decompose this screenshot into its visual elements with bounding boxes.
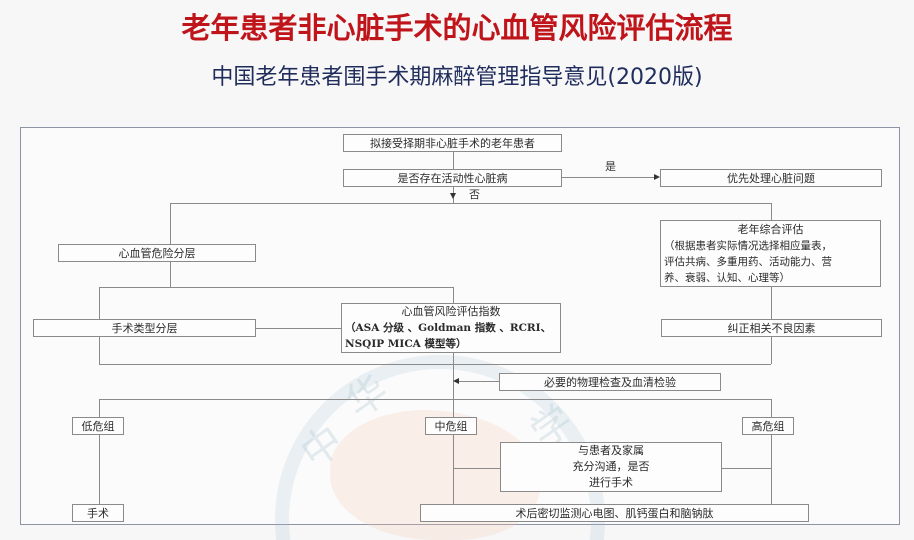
node-physical-exam: 必要的物理检查及血清检验 [499,373,721,391]
node-label: 纠正相关不良因素 [727,321,816,335]
connector-line [170,262,171,287]
connector-line [722,468,771,469]
node-label: 是否存在活动性心脏病 [397,171,508,185]
node-geriatric-assessment: 老年综合评估 （根据患者实际情况选择相应量表， 评估共病、多重用药、活动能力、营… [660,220,881,287]
node-cv-risk-index: 心血管风险评估指数 （ASA 分级 、Goldman 指数 、RCRI、 NSQ… [341,303,561,353]
node-label: 低危组 [81,419,115,433]
node-label: 手术类型分层 [111,321,178,335]
connector-line [562,177,654,178]
node-postop-monitoring: 术后密切监测心电图、肌钙蛋白和脑钠肽 [420,504,809,522]
node-line: NSQIP MICA 模型等） [345,338,467,350]
node-surgery: 手术 [72,504,124,522]
node-high-risk: 高危组 [742,417,794,435]
node-label: 中危组 [434,419,468,433]
node-surgery-type-stratification: 手术类型分层 [33,319,256,337]
node-correct-factors: 纠正相关不良因素 [661,319,882,337]
node-cv-risk-stratification: 心血管危险分层 [58,244,256,262]
edge-label-no: 否 [469,188,480,201]
connector-line [453,468,500,469]
arrow-right-icon [654,174,660,180]
connector-line [99,287,453,288]
connector-line [771,336,772,364]
node-label: 优先处理心脏问题 [727,171,815,185]
node-medium-risk: 中危组 [425,417,477,435]
node-title: 心血管风险评估指数 [401,305,501,318]
node-line: 养、衰弱、认知、心理等） [664,271,790,284]
node-line: 进行手术 [589,476,633,489]
node-active-heart-disease: 是否存在活动性心脏病 [343,169,562,187]
node-label: 必要的物理检查及血清检验 [544,375,676,389]
arrow-down-icon [450,193,456,199]
node-label: 心血管危险分层 [118,246,196,260]
node-label: 手术 [87,506,109,520]
node-line: 与患者及家属 [578,444,644,457]
connector-line [99,399,771,400]
connector-line [453,353,454,417]
node-line: （ASA 分级 、Goldman 指数 、RCRI、 [345,322,552,334]
arrow-left-icon [453,378,459,384]
connector-line [99,364,771,365]
node-start: 拟接受择期非心脏手术的老年患者 [343,134,562,152]
node-label: 高危组 [751,419,785,433]
node-communicate: 与患者及家属 充分沟通，是否 进行手术 [500,442,722,492]
node-line: （根据患者实际情况选择相应量表， [664,239,832,252]
connector-line [256,328,341,329]
connector-line [170,203,171,244]
node-line: 评估共病、多重用药、活动能力、营 [664,255,832,268]
node-line: 充分沟通，是否 [572,460,650,473]
connector-line [771,287,772,319]
connector-line [771,203,772,220]
node-label: 术后密切监测心电图、肌钙蛋白和脑钠肽 [515,506,714,520]
connector-line [453,434,454,504]
edge-label-yes: 是 [605,160,616,173]
connector-line [459,381,499,382]
connector-line [771,399,772,417]
page-subtitle: 中国老年患者围手术期麻醉管理指导意见(2020版) [211,65,703,90]
node-title: 老年综合评估 [737,222,804,236]
connector-line [99,434,100,504]
connector-line [453,151,454,169]
node-treat-heart-first: 优先处理心脏问题 [660,169,882,187]
connector-line [771,434,772,504]
page-title: 老年患者非心脏手术的心血管风险评估流程 [181,11,733,45]
connector-line [170,203,771,204]
connector-line [453,287,454,303]
node-low-risk: 低危组 [72,417,124,435]
node-label: 拟接受择期非心脏手术的老年患者 [370,136,535,150]
connector-line [99,399,100,417]
